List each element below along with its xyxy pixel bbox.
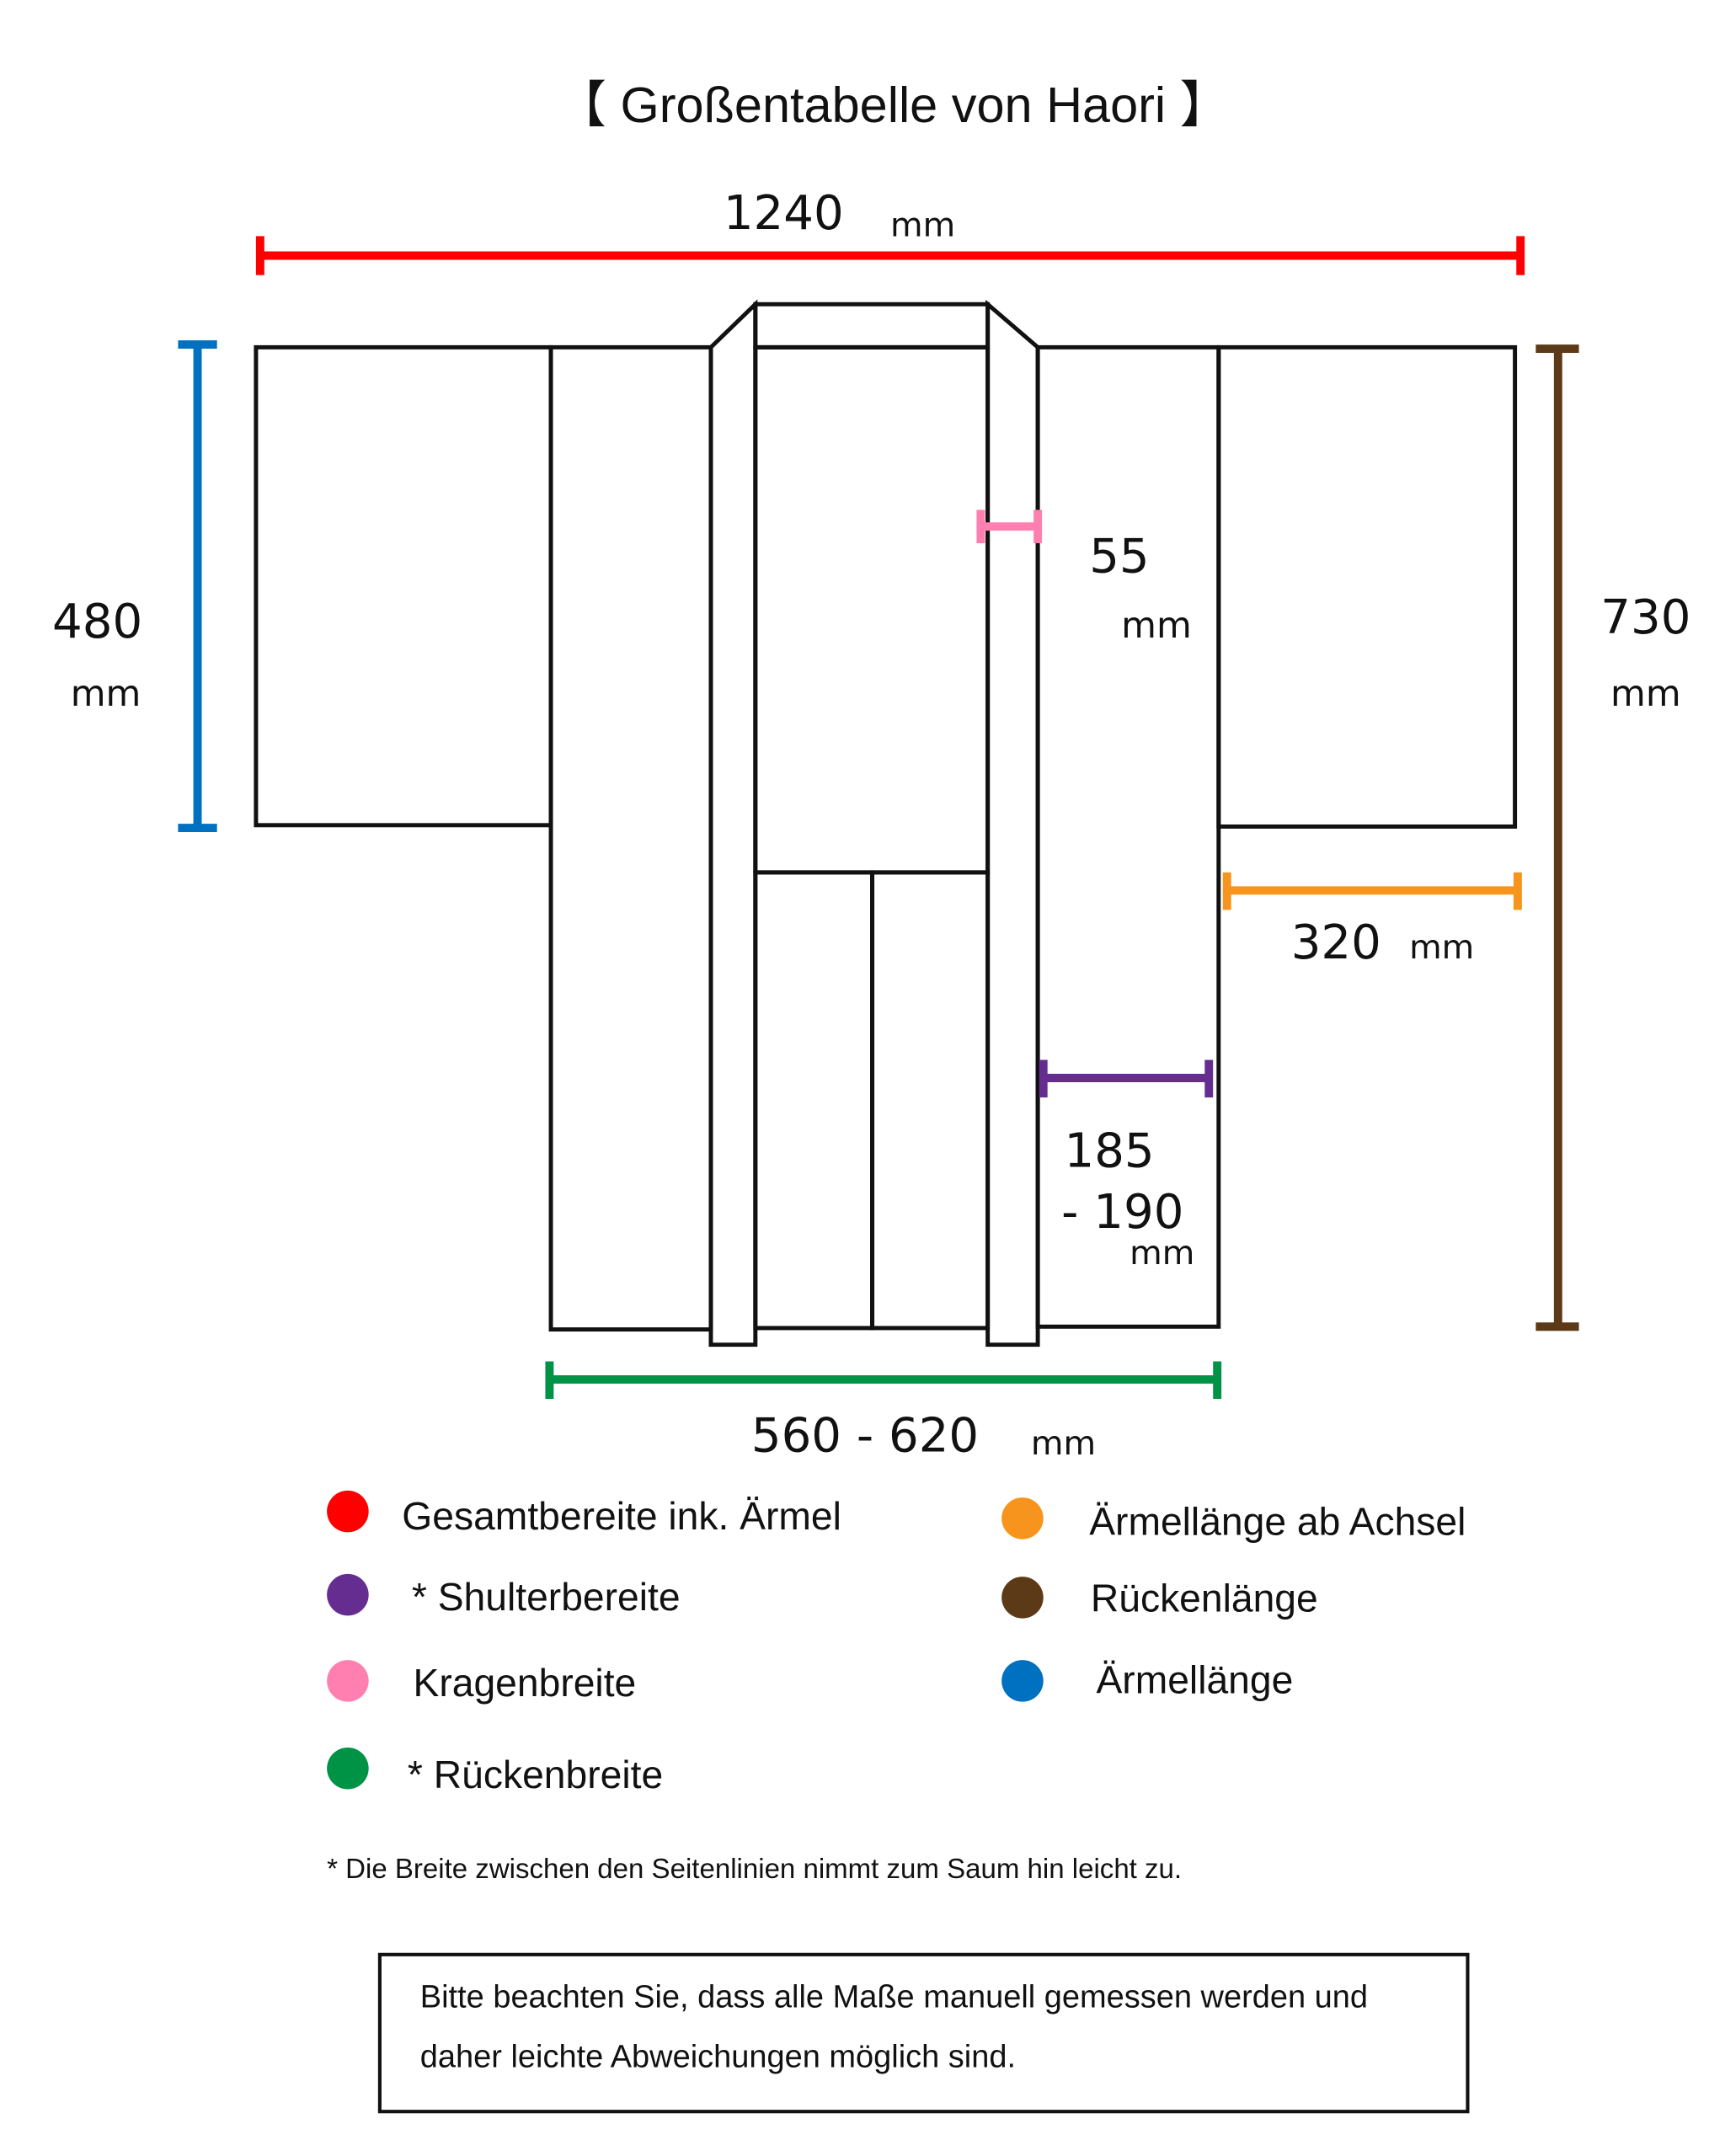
back-width-value: 560 - 620 — [751, 1409, 979, 1464]
left-sleeve — [254, 344, 553, 828]
collar-width-value: 55 — [1089, 530, 1149, 584]
legend: Gesamtbereite ink. Ärmel * Shulterbereit… — [327, 1490, 1466, 1796]
back-length-unit: mm — [1610, 673, 1681, 715]
sleeve-length-value: 480 — [52, 595, 142, 649]
total-width-value: 1240 — [724, 186, 844, 241]
notice-line-2: daher leichte Abweichungen möglich sind. — [420, 2039, 1016, 2074]
left-collar — [708, 299, 758, 1348]
shoulder-width-dimension — [1039, 1059, 1214, 1098]
sleeve-length-unit: mm — [71, 673, 142, 715]
sleeve-from-armpit-dimension — [1222, 872, 1522, 910]
legend-label: * Shulterbereite — [412, 1575, 681, 1619]
left-body-panel — [548, 344, 713, 1332]
total-width-dimension — [255, 236, 1525, 275]
sleeve-from-armpit-value: 320 — [1291, 915, 1381, 970]
page-title: 【 Großentabelle von Haori 】 — [557, 77, 1231, 133]
legend-label: Ärmellänge ab Achsel — [1089, 1500, 1466, 1544]
legend-label: Gesamtbereite ink. Ärmel — [402, 1494, 841, 1538]
footnote: * Die Breite zwischen den Seitenlinien n… — [327, 1853, 1182, 1884]
right-sleeve — [1216, 344, 1518, 829]
sleeve-length-dimension — [178, 340, 217, 833]
legend-dot-pink — [327, 1660, 369, 1702]
legend-label: Rückenlänge — [1091, 1576, 1318, 1620]
legend-dot-red — [327, 1490, 369, 1533]
right-collar — [985, 299, 1040, 1348]
collar-width-dimension — [976, 510, 1043, 543]
total-width-unit: mm — [890, 205, 955, 244]
back-upper-panel — [753, 344, 991, 875]
back-length-value: 730 — [1600, 590, 1690, 645]
legend-dot-orange — [1001, 1497, 1044, 1540]
haori-outline — [254, 299, 1518, 1348]
back-lower-right-panel — [870, 870, 991, 1331]
notice-box — [377, 1952, 1470, 2114]
legend-label: Kragenbreite — [414, 1661, 637, 1705]
legend-label: * Rückenbreite — [408, 1753, 663, 1796]
back-width-dimension — [545, 1361, 1222, 1400]
shoulder-width-unit: mm — [1130, 1234, 1194, 1273]
collar-top-band — [753, 302, 991, 350]
legend-label: Ärmellänge — [1096, 1658, 1293, 1702]
sleeve-from-armpit-unit: mm — [1409, 928, 1474, 967]
shoulder-width-value-1: 185 — [1064, 1124, 1154, 1179]
legend-dot-green — [327, 1748, 369, 1790]
notice-line-1: Bitte beachten Sie, dass alle Maße manue… — [420, 1980, 1368, 2015]
legend-dot-brown — [1001, 1577, 1044, 1619]
legend-dot-blue — [1001, 1660, 1044, 1702]
back-width-unit: mm — [1031, 1424, 1096, 1463]
back-length-dimension — [1535, 344, 1579, 1331]
shoulder-width-value-2: - 190 — [1061, 1185, 1183, 1240]
collar-width-unit: mm — [1121, 605, 1192, 647]
back-lower-left-panel — [753, 870, 875, 1331]
right-body-panel — [1035, 344, 1221, 1329]
legend-dot-purple — [327, 1573, 369, 1616]
